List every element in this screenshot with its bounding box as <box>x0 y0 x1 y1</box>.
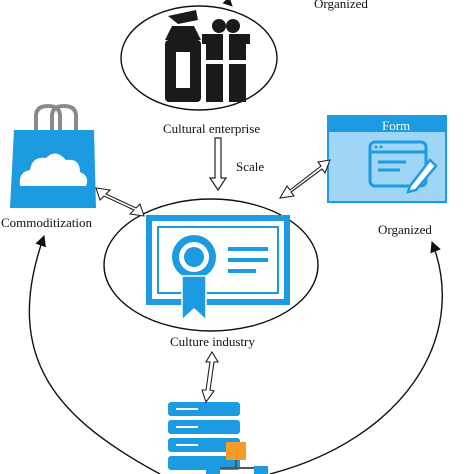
label-organized: Organized <box>378 222 432 237</box>
label-culture-industry: Culture industry <box>170 334 255 349</box>
label-organized-top: Organized <box>314 0 368 11</box>
arrow-commoditization-industry <box>95 187 145 217</box>
form-window-title: Form <box>382 118 411 133</box>
arrow-top-partial <box>222 0 233 7</box>
label-cultural-enterprise: Cultural enterprise <box>163 121 261 136</box>
form-window-edit-icon <box>327 115 447 203</box>
certificate-award-icon <box>146 215 290 322</box>
shopping-bag-cloud-icon <box>10 103 96 208</box>
label-commoditization: Commoditization <box>1 215 92 230</box>
arrow-curve-right <box>269 240 443 474</box>
arrow-form-industry <box>278 159 331 199</box>
label-scale: Scale <box>236 159 265 174</box>
arrow-scale <box>208 137 228 192</box>
server-stack-network-icon <box>168 402 268 474</box>
arrow-curve-left <box>28 234 161 474</box>
arrow-industry-server <box>201 350 219 404</box>
gift-box-and-glass-icon <box>165 10 250 102</box>
